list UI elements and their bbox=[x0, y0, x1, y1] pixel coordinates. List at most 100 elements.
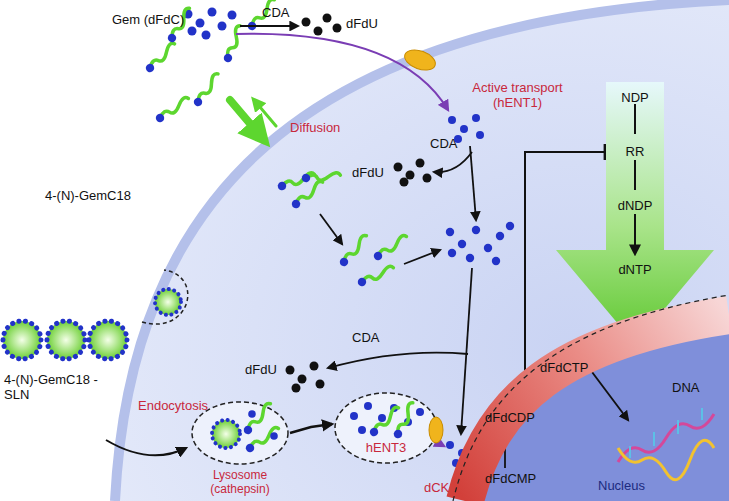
gemc18-molecules-part bbox=[300, 160, 340, 195]
nuclear-envelope-outline-part bbox=[453, 295, 729, 501]
sln-particles-part bbox=[47, 321, 85, 359]
lysosome-vesicle-outline-part bbox=[248, 410, 256, 418]
hent3-vesicle: hENT3 bbox=[332, 390, 440, 466]
endocytosis-pit bbox=[142, 270, 188, 324]
cell-body bbox=[115, 0, 729, 501]
hent3-vesicle-outline-part bbox=[364, 402, 372, 410]
label-text: Nucleus bbox=[598, 478, 645, 493]
pathway-band-outline bbox=[606, 82, 664, 250]
gem-dots-part bbox=[460, 125, 468, 133]
label-text: 4-(N)-GemC18 bbox=[45, 188, 131, 203]
hent3-vesicle-outline-part bbox=[416, 408, 424, 416]
node-text: hENT3 bbox=[332, 440, 440, 455]
dfdu-dots-part bbox=[323, 14, 332, 23]
gem-dots-part bbox=[208, 8, 217, 17]
gem-dots-part bbox=[484, 244, 492, 252]
sln-particles-part bbox=[3, 321, 41, 359]
hent3-vesicle-outline-part bbox=[429, 417, 443, 443]
hent3-vesicle-outline-part bbox=[384, 402, 425, 440]
gem-dots-part bbox=[466, 254, 474, 262]
label-text: 4-(N)-GemC18 -SLN bbox=[4, 372, 99, 402]
cell-body-part bbox=[115, 0, 729, 501]
node-text: dNDP bbox=[606, 198, 664, 213]
gem-dots-part bbox=[472, 226, 480, 234]
pathway-arrows-part bbox=[320, 214, 342, 244]
label-text: dCK bbox=[424, 480, 449, 495]
pathway-arrows-part bbox=[592, 372, 628, 420]
dfdu-dots-part bbox=[292, 384, 301, 393]
node-text: dFdCDP bbox=[485, 410, 535, 425]
endocytosis-pit-part bbox=[155, 289, 181, 315]
pathway-arrows-part bbox=[106, 440, 186, 455]
pathway-band-outline-part bbox=[634, 104, 636, 254]
gem-dots bbox=[184, 8, 515, 469]
dfdu-dots-part bbox=[333, 24, 342, 33]
node-text: NDP bbox=[606, 90, 664, 105]
dfdu-dots-part bbox=[423, 174, 432, 183]
pathway-arrows-part bbox=[470, 146, 476, 220]
dfdu-dots-part bbox=[406, 171, 415, 180]
dfdu-dots-part bbox=[298, 375, 307, 384]
gem-dots-part bbox=[202, 31, 211, 40]
dna-helix-part bbox=[618, 414, 714, 462]
label-text: Active transport (hENT1) bbox=[465, 80, 570, 110]
label-text: dFdU bbox=[352, 165, 384, 180]
hent3-vesicle-outline-part bbox=[350, 412, 358, 420]
gemc18-molecules-part bbox=[357, 264, 393, 289]
pathway-band: NDPRRdNDPdNTP bbox=[606, 82, 664, 250]
cell-body-part bbox=[115, 0, 729, 501]
pathway-arrows-part bbox=[434, 152, 472, 172]
nuclear-envelope-outline-part bbox=[465, 315, 729, 501]
gem-dots-part bbox=[228, 11, 237, 20]
gem-dots-part bbox=[446, 441, 454, 449]
diffusion-arrows bbox=[230, 100, 276, 140]
pathway-arrows-part bbox=[461, 268, 472, 434]
node-text: dNTP bbox=[596, 262, 674, 277]
gem-dots-part bbox=[448, 249, 456, 257]
gemc18-molecules bbox=[141, 0, 408, 289]
gem-dots-part bbox=[476, 131, 484, 139]
dfdu-dots-part bbox=[416, 159, 425, 168]
gem-dots-part bbox=[196, 19, 205, 28]
label-text: CDA bbox=[352, 330, 379, 345]
pathway-arrows-part bbox=[404, 250, 440, 264]
dfdu-dots-part bbox=[286, 366, 295, 375]
nucleus-region bbox=[465, 315, 729, 501]
gemc18-molecules-part bbox=[154, 97, 190, 122]
gemc18-molecules-part bbox=[187, 73, 227, 108]
dfdu-dots-part bbox=[400, 178, 409, 187]
gem-dots-part bbox=[458, 240, 466, 248]
label-text: dFdU bbox=[245, 362, 277, 377]
hent3-vesicle-outline-part bbox=[358, 426, 366, 434]
dna-helix-part bbox=[630, 408, 702, 458]
gem-dots-part bbox=[472, 114, 480, 122]
pathway-arrows bbox=[106, 26, 628, 474]
dfdu-dots-part bbox=[314, 27, 323, 36]
pathway-arrows-part bbox=[236, 34, 448, 110]
dna-helix bbox=[618, 408, 714, 480]
dfdu-dots-part bbox=[394, 163, 403, 172]
nucleus-region-part bbox=[465, 315, 729, 501]
lysosome-vesicle-outline-part bbox=[212, 420, 240, 448]
sln-particles bbox=[3, 321, 127, 359]
gem-dots-part bbox=[448, 116, 456, 124]
label-text: CDA bbox=[262, 5, 289, 20]
node-text: Lysosome (cathepsin) bbox=[200, 468, 280, 496]
label-text: Gem (dFdC) bbox=[112, 12, 184, 27]
gem-dots-part bbox=[492, 257, 500, 265]
transport-arrow bbox=[290, 424, 332, 433]
endocytosis-pit-part bbox=[142, 270, 188, 324]
hent3-vesicle-outline-part bbox=[378, 414, 386, 422]
lysosome-vesicle-outline-part bbox=[270, 432, 278, 440]
gem-dots-part bbox=[506, 222, 514, 230]
gem-dots-part bbox=[496, 232, 504, 240]
gemc18-molecules-part bbox=[141, 43, 180, 73]
node-text: RR bbox=[606, 144, 664, 159]
gemc18-molecules-part bbox=[277, 167, 315, 195]
diffusion-arrows-part bbox=[254, 100, 276, 126]
label-text: CDA bbox=[430, 136, 457, 151]
gem-dots-part bbox=[218, 22, 227, 31]
gem-dots-part bbox=[446, 228, 454, 236]
label-text: Diffusion bbox=[290, 120, 340, 135]
node-text: dFdCTP bbox=[540, 360, 588, 375]
